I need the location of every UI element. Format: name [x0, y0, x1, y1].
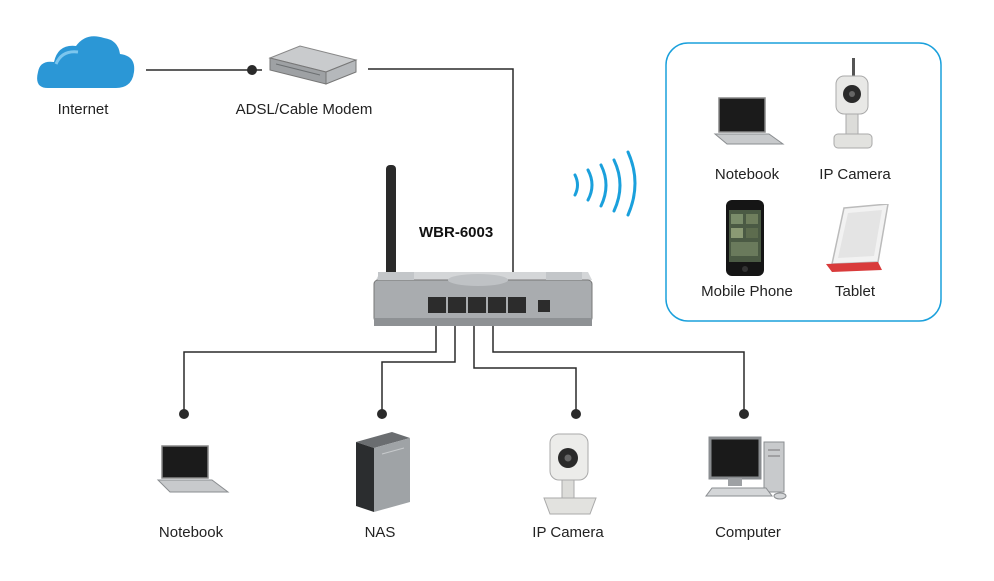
wireless-tablet-label: Tablet — [834, 283, 876, 300]
smartphone-icon — [724, 200, 766, 276]
wireless-group-frame — [665, 42, 942, 322]
wireless-mobile-phone-label: Mobile Phone — [701, 283, 793, 300]
ip-camera-icon — [540, 432, 600, 522]
tablet-icon — [826, 204, 890, 274]
wired-nas-label: NAS — [364, 524, 396, 541]
modem-router-link — [368, 68, 514, 312]
link-dot — [739, 409, 749, 419]
wired-computer-label: Computer — [715, 524, 781, 541]
wired-notebook-label: Notebook — [158, 524, 224, 541]
desktop-computer-icon — [702, 436, 798, 502]
wired-ip-camera-label: IP Camera — [532, 524, 604, 541]
modem-icon — [268, 45, 358, 85]
wireless-ip-camera-label: IP Camera — [819, 166, 891, 183]
internet-label: Internet — [57, 101, 109, 118]
link-dot — [571, 409, 581, 419]
laptop-icon — [711, 96, 787, 150]
link-dot — [247, 65, 257, 75]
link-notebook — [183, 318, 437, 414]
laptop-icon — [156, 444, 232, 498]
modem-label: ADSL/Cable Modem — [235, 101, 373, 118]
link-dot — [377, 409, 387, 419]
link-dot — [179, 409, 189, 419]
router-model-label: WBR-6003 — [419, 224, 494, 241]
link-ip-camera — [473, 318, 577, 414]
wifi-waves-icon — [573, 150, 637, 217]
link-computer — [492, 318, 745, 414]
wireless-notebook-label: Notebook — [714, 166, 780, 183]
cloud-icon — [37, 36, 135, 88]
ip-camera-icon — [832, 58, 876, 154]
router-icon — [373, 165, 593, 326]
link-nas — [381, 318, 456, 414]
nas-icon — [352, 432, 414, 512]
